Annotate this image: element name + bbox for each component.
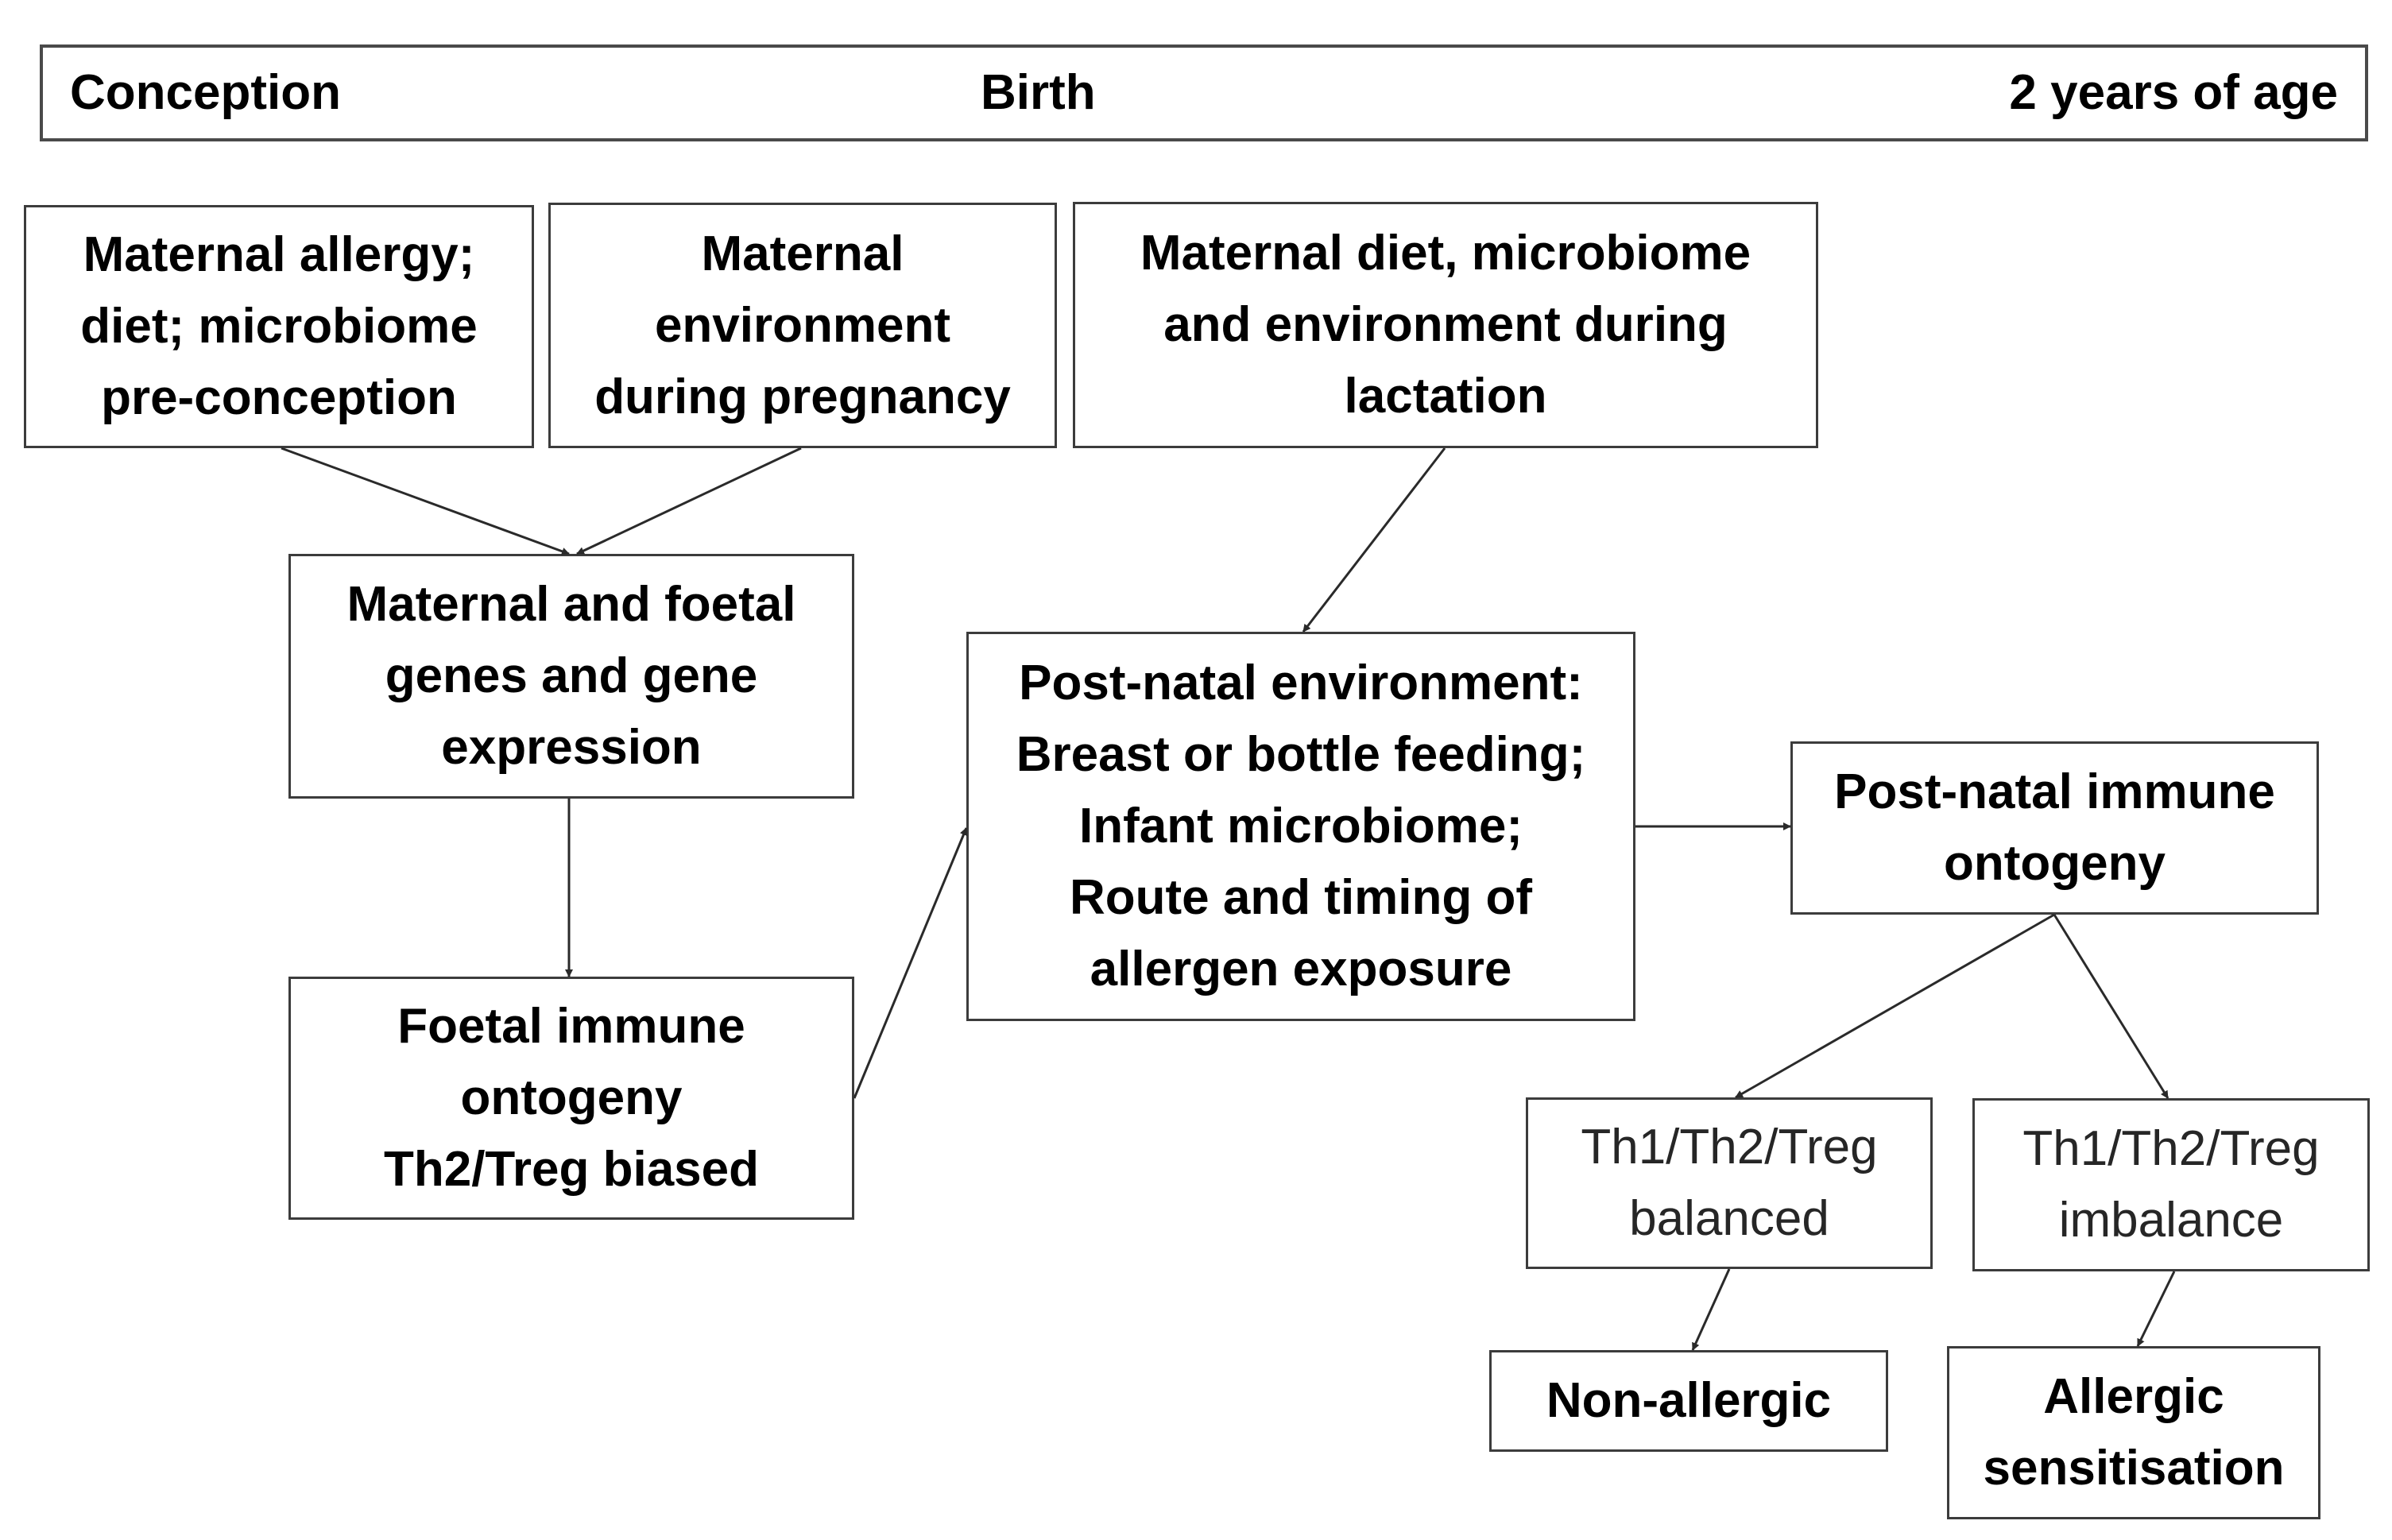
arrow-balanced-to-non-allergic bbox=[1691, 1268, 1731, 1351]
timeline-conception-label: Conception bbox=[70, 65, 341, 120]
arrow-imbalance-to-allergic bbox=[2136, 1271, 2176, 1347]
arrow-foetal-to-postnatal-env bbox=[853, 827, 968, 1099]
node-maternal-lactation: Maternal diet, microbiome and environmen… bbox=[1073, 202, 1818, 448]
arrow-ontogeny-to-imbalance bbox=[2053, 914, 2169, 1099]
timeline-birth-label: Birth bbox=[981, 65, 1096, 120]
node-postnatal-ontogeny: Post-natal immune ontogeny bbox=[1790, 741, 2319, 915]
node-allergic-sensitisation: Allergic sensitisation bbox=[1947, 1346, 2320, 1519]
node-foetal-ontogeny: Foetal immune ontogeny Th2/Treg biased bbox=[288, 977, 854, 1220]
node-maternal-pregnancy: Maternal environment during pregnancy bbox=[548, 203, 1057, 448]
node-maternal-preconception: Maternal allergy; diet; microbiome pre-c… bbox=[24, 205, 534, 448]
timeline-two-years-label: 2 years of age bbox=[2009, 65, 2338, 120]
arrow-preconception-to-genes bbox=[281, 447, 570, 555]
arrow-ontogeny-to-balanced bbox=[1735, 913, 2055, 1099]
node-th-imbalance: Th1/Th2/Treg imbalance bbox=[1972, 1098, 2370, 1271]
node-th-balanced: Th1/Th2/Treg balanced bbox=[1526, 1097, 1933, 1269]
timeline-bar: Conception Birth 2 years of age bbox=[40, 44, 2368, 141]
arrow-lactation-to-postnatal-env bbox=[1302, 447, 1446, 633]
arrow-pregnancy-to-genes bbox=[576, 447, 802, 555]
node-postnatal-environment: Post-natal environment: Breast or bottle… bbox=[966, 632, 1635, 1021]
node-non-allergic: Non-allergic bbox=[1489, 1350, 1888, 1452]
node-genes-expression: Maternal and foetal genes and gene expre… bbox=[288, 554, 854, 799]
